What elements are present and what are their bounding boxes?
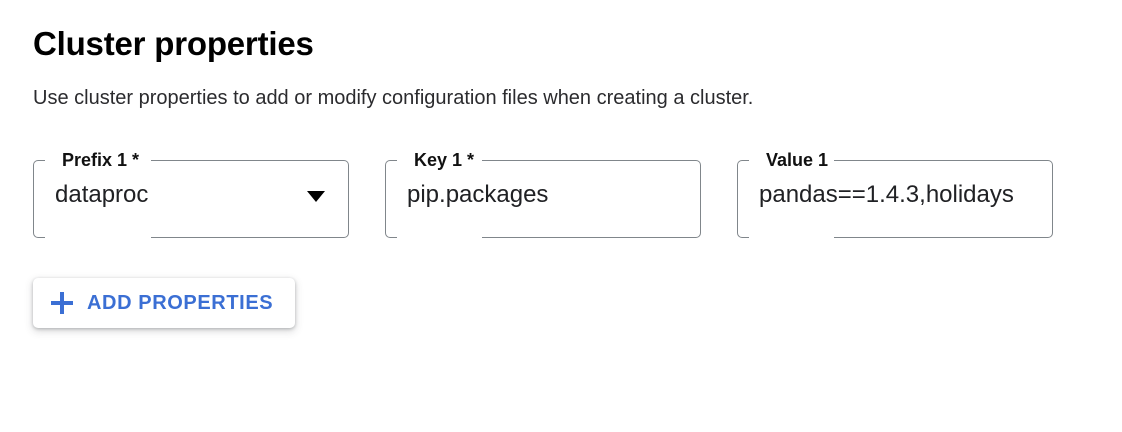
prefix-1-field[interactable]: Prefix 1 * dataproc — [33, 149, 349, 238]
page-title: Cluster properties — [33, 25, 314, 62]
value-1-field[interactable]: Value 1 pandas==1.4.3,holidays — [737, 149, 1053, 238]
prefix-1-value[interactable]: dataproc — [55, 181, 149, 208]
outline-leading — [737, 160, 749, 238]
outline-leading — [33, 160, 45, 238]
outline-leading — [385, 160, 397, 238]
value-1-label: Value 1 — [761, 149, 834, 171]
properties-row: Prefix 1 * dataproc Key 1 * pip.packages… — [33, 149, 1122, 238]
key-1-label: Key 1 * — [409, 149, 480, 171]
plus-icon — [51, 292, 73, 314]
page-description: Use cluster properties to add or modify … — [33, 87, 754, 109]
add-properties-button[interactable]: ADD PROPERTIES — [33, 278, 296, 328]
key-1-value[interactable]: pip.packages — [407, 181, 549, 208]
value-1-value[interactable]: pandas==1.4.3,holidays — [759, 181, 1014, 208]
prefix-1-label: Prefix 1 * — [57, 149, 145, 171]
add-properties-label: ADD PROPERTIES — [87, 291, 274, 314]
chevron-down-icon[interactable] — [307, 191, 325, 202]
key-1-field[interactable]: Key 1 * pip.packages — [385, 149, 701, 238]
